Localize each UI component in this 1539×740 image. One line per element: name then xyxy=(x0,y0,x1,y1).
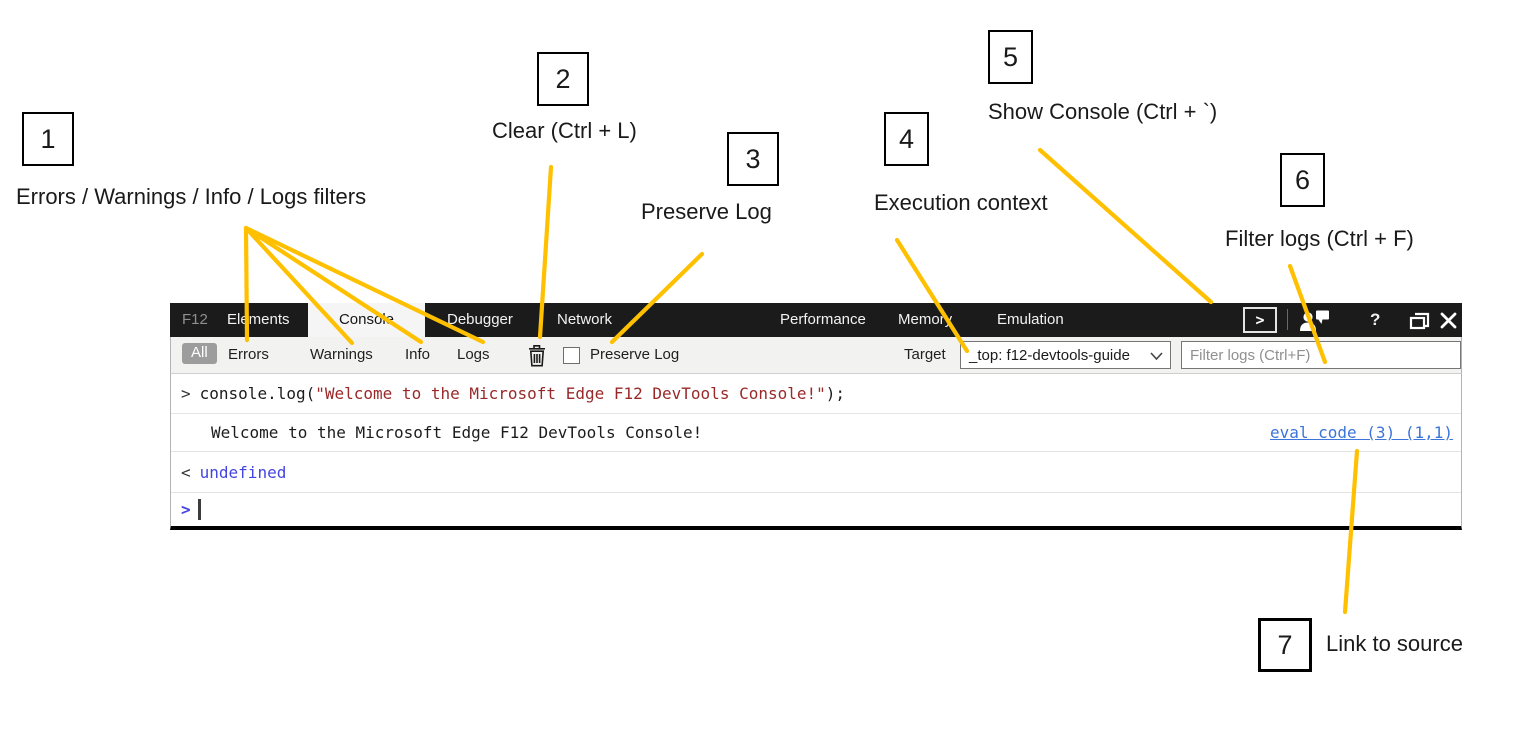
tab-elements[interactable]: Elements xyxy=(227,311,290,328)
restore-window-icon[interactable] xyxy=(1408,310,1432,336)
callout-5-label: Show Console (Ctrl + `) xyxy=(988,99,1218,124)
clear-console-trash-icon[interactable] xyxy=(527,344,547,372)
callout-2-label: Clear (Ctrl + L) xyxy=(492,118,637,143)
filter-logs-input[interactable] xyxy=(1181,341,1461,369)
callout-6-label: Filter logs (Ctrl + F) xyxy=(1225,226,1414,251)
target-label: Target xyxy=(904,346,946,363)
execution-context-select[interactable]: _top: f12-devtools-guide xyxy=(960,341,1171,369)
result-marker: < xyxy=(181,462,191,482)
text-cursor xyxy=(197,499,201,520)
input-marker: > xyxy=(181,384,191,403)
close-icon[interactable] xyxy=(1440,312,1457,334)
callout-2-box: 2 xyxy=(537,52,589,106)
console-log-row: Welcome to the Microsoft Edge F12 DevToo… xyxy=(171,414,1461,452)
callout-1-label: Errors / Warnings / Info / Logs filters xyxy=(16,184,367,209)
show-console-icon[interactable]: > xyxy=(1243,307,1277,333)
callout-7-box: 7 xyxy=(1258,618,1312,672)
result-value: undefined xyxy=(199,462,287,482)
callout-6-box: 6 xyxy=(1280,153,1325,207)
filter-logs-button[interactable]: Logs xyxy=(457,346,490,363)
console-input-echo-row: > console.log("Welcome to the Microsoft … xyxy=(171,374,1461,414)
execution-context-value: _top: f12-devtools-guide xyxy=(969,346,1130,364)
chevron-down-icon xyxy=(1150,352,1163,360)
help-icon[interactable]: ? xyxy=(1370,310,1381,329)
devtools-tab-bar: F12 Elements Console Debugger Network Pe… xyxy=(170,303,1462,337)
filter-info-button[interactable]: Info xyxy=(405,346,431,363)
console-prompt-row[interactable]: > xyxy=(171,493,1461,526)
console-output-area: > console.log("Welcome to the Microsoft … xyxy=(170,374,1462,530)
callout-5-box: 5 xyxy=(988,30,1033,84)
tab-emulation[interactable]: Emulation xyxy=(997,311,1064,328)
tab-network[interactable]: Network xyxy=(557,311,613,328)
tab-memory[interactable]: Memory xyxy=(898,311,953,328)
tab-debugger[interactable]: Debugger xyxy=(447,311,513,328)
titlebar-divider xyxy=(1287,309,1288,330)
filter-all-button[interactable]: All xyxy=(182,343,217,364)
preserve-log-label[interactable]: Preserve Log xyxy=(590,346,680,363)
tab-performance[interactable]: Performance xyxy=(780,311,866,328)
devtools-window: F12 Elements Console Debugger Network Pe… xyxy=(170,303,1462,530)
prompt-marker: > xyxy=(181,500,191,519)
preserve-log-checkbox[interactable] xyxy=(563,347,580,364)
callout-1-box: 1 xyxy=(22,112,74,166)
source-link[interactable]: eval code (3) (1,1) xyxy=(1269,423,1453,442)
echoed-code: console.log("Welcome to the Microsoft Ed… xyxy=(199,384,846,403)
console-toolbar: All Errors Warnings Info Logs Preserve L… xyxy=(170,337,1462,374)
callout-3-label: Preserve Log xyxy=(641,199,772,224)
tab-console-selected[interactable]: Console xyxy=(308,303,425,337)
feedback-icon[interactable] xyxy=(1298,309,1332,337)
callout-7-label: Link to source xyxy=(1326,631,1463,656)
filter-errors-button[interactable]: Errors xyxy=(228,346,269,363)
tab-f12[interactable]: F12 xyxy=(182,311,208,328)
callout-4-label: Execution context xyxy=(874,190,1048,215)
callout-4-box: 4 xyxy=(884,112,929,166)
callout-3-box: 3 xyxy=(727,132,779,186)
console-result-row: < undefined xyxy=(171,452,1461,493)
filter-warnings-button[interactable]: Warnings xyxy=(310,346,373,363)
log-message: Welcome to the Microsoft Edge F12 DevToo… xyxy=(211,423,703,442)
